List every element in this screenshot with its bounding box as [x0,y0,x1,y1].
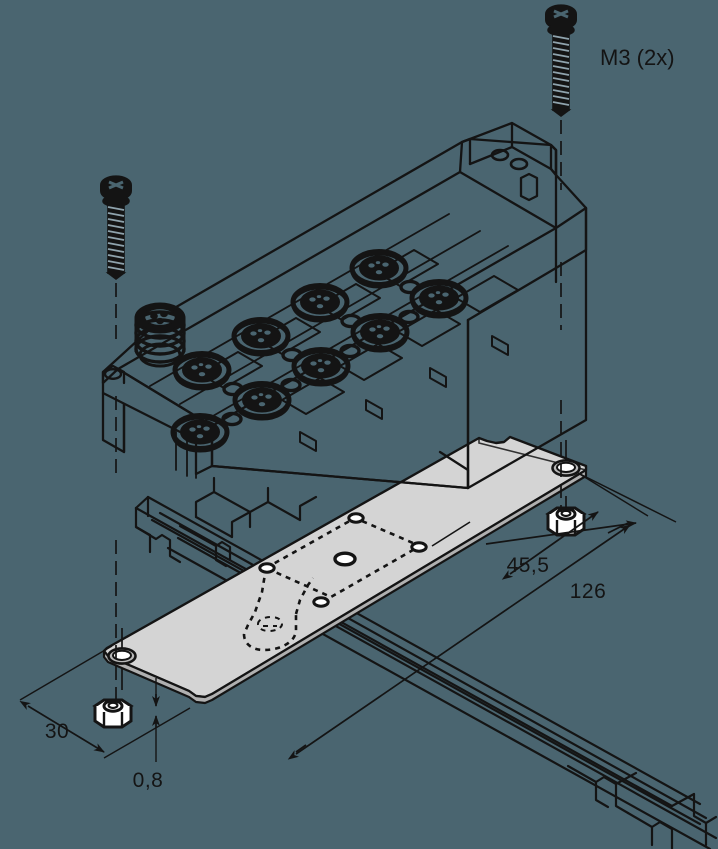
hole-centerlines [121,440,567,690]
dimension-text-30: 30 [45,720,69,743]
hex-nut-left [93,698,133,729]
m12-male-connector [134,302,186,368]
screw-right [545,4,577,117]
assembly-centerlines [115,120,562,704]
dimension-text-0-8: 0,8 [133,769,164,792]
dimension-text-126: 126 [570,580,607,603]
dimension-lines [19,472,649,762]
dimension-text-45-5: 45,5 [507,554,550,577]
screw-left [100,175,132,280]
plate-corner-hole-right [551,459,581,477]
fastener-label: M3 (2x) [600,45,675,70]
